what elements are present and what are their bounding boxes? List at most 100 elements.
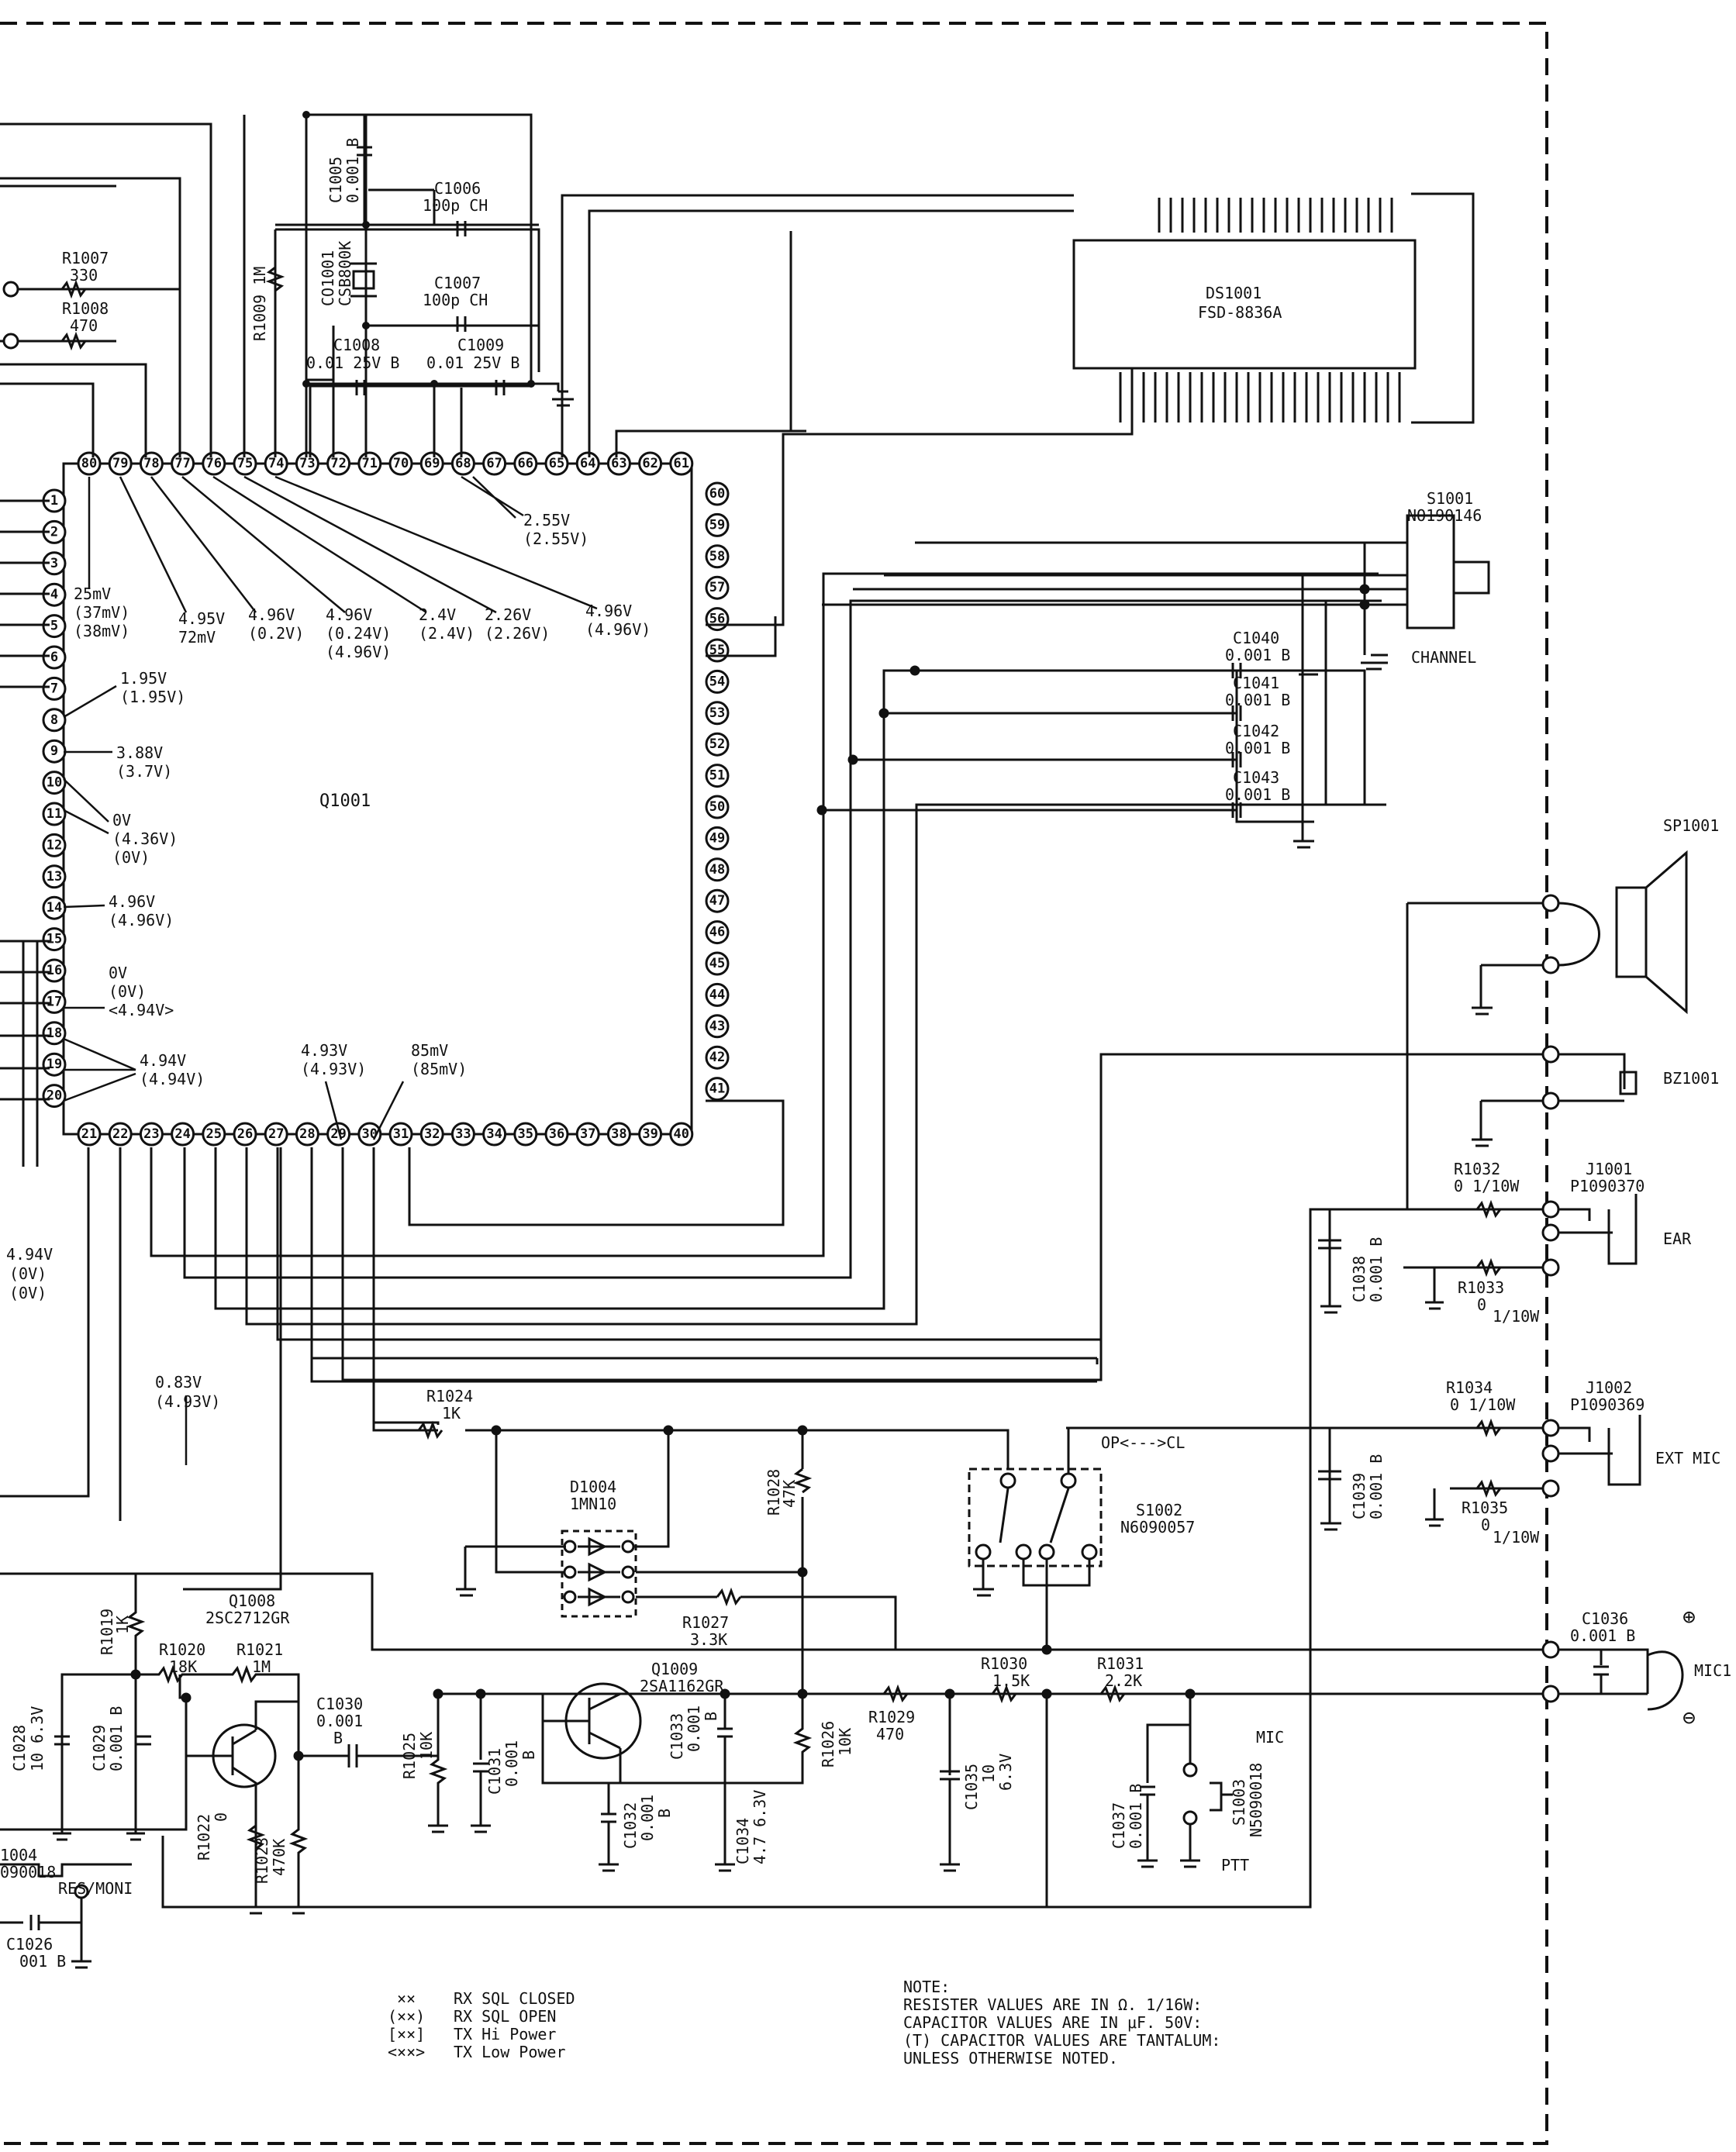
svg-text:1/10W: 1/10W — [1493, 1307, 1540, 1326]
svg-text:(4.94V): (4.94V) — [140, 1070, 205, 1088]
svg-text:4.96V: 4.96V — [248, 605, 295, 624]
svg-text:0.001 B: 0.001 B — [1225, 739, 1290, 757]
svg-text:19: 19 — [47, 1057, 62, 1072]
ic-pin-71: 71 — [357, 451, 382, 476]
svg-text:P1090369: P1090369 — [1570, 1395, 1645, 1414]
svg-text:R1031: R1031 — [1097, 1654, 1144, 1673]
svg-text:5: 5 — [50, 619, 58, 634]
svg-text:50: 50 — [709, 799, 725, 815]
svg-text:57: 57 — [709, 580, 725, 595]
legend-symbol-1: ×× — [397, 1989, 416, 2008]
svg-text:1.95V: 1.95V — [120, 669, 167, 688]
q1009-section — [428, 1644, 1233, 1907]
svg-text:C1006: C1006 — [434, 179, 481, 198]
svg-text:SP1001: SP1001 — [1663, 816, 1719, 835]
ic-pin-23: 23 — [139, 1122, 164, 1147]
s1004-fragment — [0, 1863, 132, 1969]
ic-pin-28: 28 — [295, 1122, 319, 1147]
svg-text:C1009: C1009 — [457, 336, 504, 354]
svg-text:36: 36 — [549, 1126, 564, 1142]
svg-text:C1036: C1036 — [1582, 1609, 1628, 1628]
svg-text:33: 33 — [455, 1126, 471, 1142]
mid-switch-section — [374, 1420, 1103, 1694]
svg-text:(0V): (0V) — [9, 1284, 47, 1302]
svg-text:30: 30 — [362, 1126, 378, 1142]
svg-text:54: 54 — [709, 674, 725, 689]
svg-text:62: 62 — [642, 456, 657, 471]
svg-text:(0.24V): (0.24V) — [326, 624, 391, 643]
component-labels: C1005 0.001 B C1006 100p CH C1007 100p C… — [0, 138, 1731, 1971]
board-outline — [0, 22, 1548, 2145]
svg-text:J1001: J1001 — [1586, 1160, 1632, 1178]
svg-text:74: 74 — [268, 456, 284, 471]
svg-text:4.7 6.3V: 4.7 6.3V — [751, 1790, 769, 1864]
minus-symbol: ⊖ — [1683, 1705, 1696, 1730]
svg-text:R1026: R1026 — [819, 1721, 837, 1767]
svg-text:4.96V: 4.96V — [109, 892, 155, 911]
svg-text:C1042: C1042 — [1233, 722, 1279, 740]
svg-text:4.96V: 4.96V — [585, 602, 632, 620]
svg-text:10K: 10K — [417, 1732, 436, 1760]
svg-text:B: B — [702, 1712, 720, 1721]
svg-text:46: 46 — [709, 925, 725, 940]
svg-text:(0V): (0V) — [109, 982, 146, 1001]
svg-text:C1040: C1040 — [1233, 629, 1279, 647]
svg-text:C1029: C1029 — [90, 1725, 109, 1771]
svg-text:7: 7 — [50, 681, 58, 696]
ic-pin-59: 59 — [705, 512, 730, 537]
svg-text:2SC2712GR: 2SC2712GR — [205, 1609, 290, 1627]
ic-pin-56: 56 — [705, 607, 730, 632]
ic-wiring — [0, 113, 1415, 1591]
svg-text:R1030: R1030 — [981, 1654, 1027, 1673]
svg-text:25: 25 — [206, 1126, 222, 1142]
svg-text:RESISTER VALUES ARE IN Ω. 1/16: RESISTER VALUES ARE IN Ω. 1/16W: — [903, 1995, 1202, 2014]
svg-text:76: 76 — [206, 456, 222, 471]
svg-text:6.3V: 6.3V — [996, 1754, 1015, 1791]
svg-text:R1034: R1034 — [1446, 1378, 1493, 1397]
svg-text:45: 45 — [709, 956, 725, 971]
ic-pin-62: 62 — [638, 451, 663, 476]
ds1001-part: FSD-8836A — [1198, 303, 1282, 322]
svg-text:C1026: C1026 — [6, 1935, 53, 1954]
svg-text:R1021: R1021 — [236, 1640, 283, 1659]
svg-text:0.01 25V B: 0.01 25V B — [306, 353, 399, 372]
svg-text:J1002: J1002 — [1586, 1378, 1632, 1397]
svg-text:B: B — [519, 1750, 538, 1760]
ic-pin-7: 7 — [42, 676, 67, 701]
svg-text:0.001: 0.001 — [685, 1705, 703, 1752]
ic-pin-76: 76 — [202, 451, 226, 476]
svg-text:C1007: C1007 — [434, 274, 481, 292]
svg-text:6: 6 — [50, 650, 58, 665]
svg-text:BZ1001: BZ1001 — [1663, 1069, 1719, 1088]
svg-text:18: 18 — [47, 1026, 62, 1041]
ic-pin-78: 78 — [139, 451, 164, 476]
ic-pin-12: 12 — [42, 833, 67, 857]
svg-text:0V: 0V — [112, 811, 131, 829]
svg-text:R1027: R1027 — [682, 1613, 729, 1632]
ic-pin-36: 36 — [544, 1122, 569, 1147]
svg-text:0.001 B: 0.001 B — [1367, 1237, 1386, 1302]
svg-text:25mV: 25mV — [74, 585, 111, 603]
svg-text:68: 68 — [455, 456, 471, 471]
svg-text:C1008: C1008 — [333, 336, 380, 354]
svg-text:R1035: R1035 — [1462, 1498, 1508, 1517]
svg-text:NOTE:: NOTE: — [903, 1978, 950, 1996]
ic-pin-67: 67 — [482, 451, 507, 476]
svg-text:N5090018: N5090018 — [1247, 1763, 1265, 1837]
svg-text:16: 16 — [47, 963, 62, 978]
svg-text:4.96V: 4.96V — [326, 605, 372, 624]
svg-text:12: 12 — [47, 837, 62, 853]
ic-pin-33: 33 — [450, 1122, 475, 1147]
svg-text:71: 71 — [362, 456, 378, 471]
svg-text:C1037: C1037 — [1110, 1802, 1128, 1849]
svg-text:40: 40 — [674, 1126, 689, 1142]
svg-text:66: 66 — [518, 456, 533, 471]
ic-pin-3: 3 — [42, 551, 67, 576]
svg-text:2.2K: 2.2K — [1105, 1671, 1142, 1690]
svg-text:26: 26 — [237, 1126, 253, 1142]
svg-text:34: 34 — [486, 1126, 502, 1142]
svg-text:0.001: 0.001 — [502, 1740, 521, 1787]
svg-text:29: 29 — [330, 1126, 346, 1142]
svg-text:N6090057: N6090057 — [1120, 1518, 1195, 1536]
